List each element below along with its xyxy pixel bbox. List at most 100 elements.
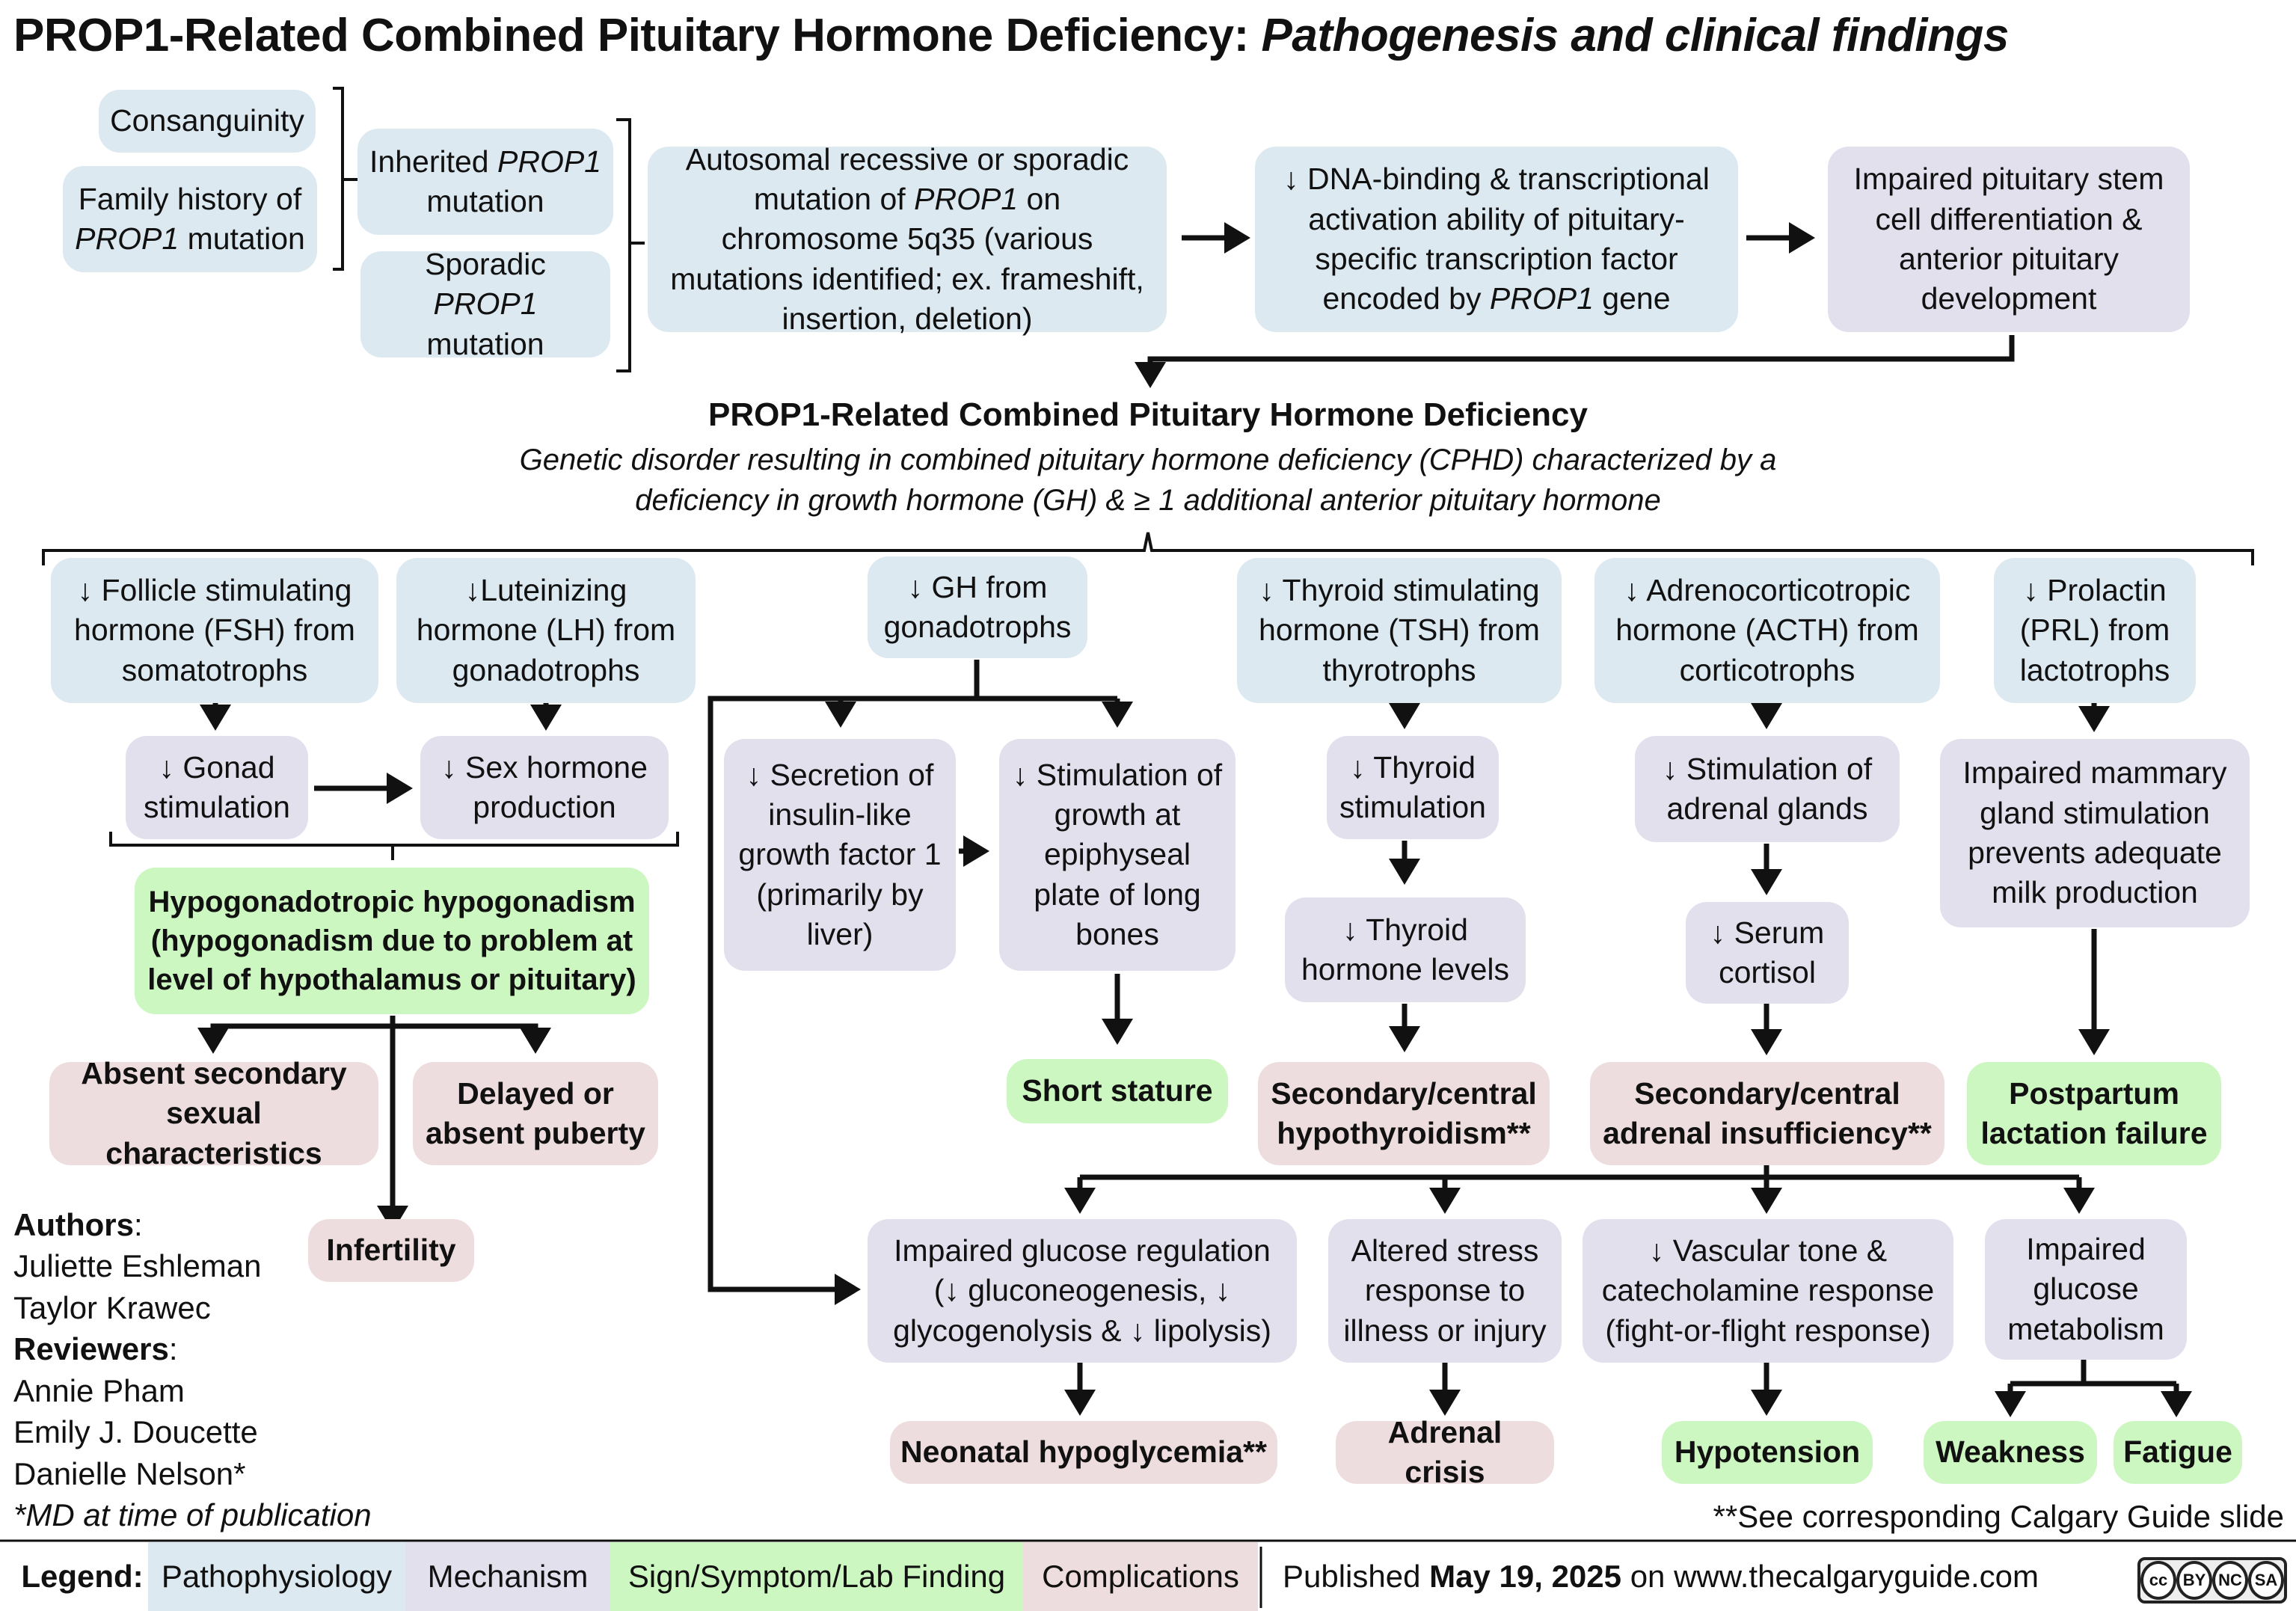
growth-plate-label: ↓ Stimulation of growth at epiphyseal pl… [1012,757,1223,951]
sa-icon: SA [2248,1561,2284,1600]
absent-secondary-label: Absent secondary sexual characteristics [81,1056,347,1170]
hypothyroidism-label: Secondary/central hypothyroidism** [1271,1075,1537,1150]
published-suffix[interactable]: on www.thecalgaryguide.com [1630,1559,2039,1594]
glucose-metabolism-box: Impaired glucose metabolism [1985,1219,2187,1360]
family-history-gene: PROP1 [75,221,179,256]
glucose-regulation-label: Impaired glucose regulation (↓ gluconeog… [893,1233,1271,1348]
family-history-box: Family history of PROP1 mutation [63,166,317,272]
dna-text-b: gene [1602,281,1671,316]
legend-complications-text: Complications [1042,1559,1239,1594]
by-icon: BY [2176,1561,2212,1600]
hormone-brace [42,532,2254,565]
hypotension-label: Hypotension [1674,1434,1861,1470]
mammary-box: Impaired mammary gland stimulation preve… [1940,739,2250,927]
authors-note: *MD at time of publication [13,1497,372,1533]
hypogonadism-label: Hypogonadotropic hypogonadism (hypogonad… [147,886,636,996]
gonad-stimulation-box: ↓ Gonad stimulation [126,736,308,839]
weakness-label: Weakness [1936,1434,2085,1470]
tsh-box: ↓ Thyroid stimulating hormone (TSH) from… [1237,558,1562,703]
neonatal-hypoglycemia-label: Neonatal hypoglycemia** [900,1434,1267,1470]
footnote: **See corresponding Calgary Guide slide [1713,1499,2284,1535]
family-history-text-b: mutation [187,221,305,256]
title-main: PROP1-Related Combined Pituitary Hormone… [13,10,1249,61]
family-history-text-a: Family history of [78,181,302,216]
lh-box: ↓Luteinizing hormone (LH) from gonadotro… [396,558,696,703]
acth-label: ↓ Adrenocorticotropic hormone (ACTH) fro… [1615,573,1919,687]
dna-binding-box: ↓ DNA-binding & transcriptional activati… [1255,147,1738,332]
published-line: Published May 19, 2025 on www.thecalgary… [1283,1542,2039,1611]
thyroid-levels-box: ↓ Thyroid hormone levels [1285,897,1526,1002]
legend-label: Legend: [15,1542,150,1611]
sporadic-text-a: Sporadic [425,247,546,282]
serum-cortisol-box: ↓ Serum cortisol [1686,902,1849,1004]
disease-description: Genetic disorder resulting in combined p… [0,440,2296,521]
short-stature-box: Short stature [1007,1059,1228,1123]
author-1: Juliette Eshleman [13,1248,262,1284]
adrenal-stimulation-box: ↓ Stimulation of adrenal glands [1635,736,1900,842]
thyroid-levels-label: ↓ Thyroid hormone levels [1301,912,1510,986]
adrenal-insufficiency-label: Secondary/central adrenal insufficiency*… [1603,1075,1932,1150]
igf-box: ↓ Secretion of insulin-like growth facto… [724,739,956,971]
igf-label: ↓ Secretion of insulin-like growth facto… [738,757,942,951]
prl-box: ↓ Prolactin (PRL) from lactotrophs [1994,558,2196,703]
glucose-regulation-box: Impaired glucose regulation (↓ gluconeog… [868,1219,1297,1363]
stress-response-label: Altered stress response to illness or in… [1343,1233,1547,1348]
reviewers-label: Reviewers [13,1331,169,1367]
autosomal-label: Autosomal recessive or sporadic mutation… [664,140,1150,339]
legend-pathophysiology: Pathophysiology [148,1542,405,1611]
legend-sign-text: Sign/Symptom/Lab Finding [627,1559,1006,1594]
legend-label-text: Legend: [21,1559,144,1594]
risk-bracket-1 [333,87,344,271]
authors-block: Authors: Juliette Eshleman Taylor Krawec… [13,1204,372,1536]
published-prefix: Published [1283,1559,1421,1594]
fatigue-label: Fatigue [2123,1434,2232,1470]
arrow-stem-to-center [1135,335,2015,388]
cc-icon: cc [2140,1561,2176,1600]
lactation-failure-box: Postpartum lactation failure [1967,1062,2221,1165]
fsh-label: ↓ Follicle stimulating hormone (FSH) fro… [74,573,355,687]
hypogonadism-box: Hypogonadotropic hypogonadism (hypogonad… [135,868,649,1014]
disease-heading-text: PROP1-Related Combined Pituitary Hormone… [707,396,1589,433]
creative-commons-badge: cc BY NC SA [2137,1557,2287,1604]
sporadic-gene: PROP1 [433,286,538,322]
vascular-tone-label: ↓ Vascular tone & catecholamine response… [1601,1233,1935,1348]
stress-response-box: Altered stress response to illness or in… [1328,1219,1562,1363]
gonad-stimulation-label: ↓ Gonad stimulation [144,749,290,824]
growth-plate-box: ↓ Stimulation of growth at epiphyseal pl… [999,739,1236,971]
autosomal-text-b: on chromosome 5q35 (various mutations id… [670,182,1144,336]
prl-label: ↓ Prolactin (PRL) from lactotrophs [2019,573,2170,687]
gh-label: ↓ GH from gonadotrophs [883,569,1072,644]
delayed-puberty-label: Delayed or absent puberty [426,1075,645,1150]
serum-cortisol-label: ↓ Serum cortisol [1710,915,1825,989]
legend-mechanism: Mechanism [405,1542,610,1611]
authors-label: Authors [13,1207,134,1242]
reviewer-3: Danielle Nelson* [13,1455,246,1491]
legend-complications: Complications [1023,1542,1258,1611]
gh-box: ↓ GH from gonadotrophs [868,556,1087,658]
inherited-gene: PROP1 [497,144,601,179]
hypothyroidism-box: Secondary/central hypothyroidism** [1258,1062,1550,1165]
autosomal-mutation-box: Autosomal recessive or sporadic mutation… [648,142,1167,336]
disease-heading: PROP1-Related Combined Pituitary Hormone… [0,396,2296,434]
dna-binding-label: ↓ DNA-binding & transcriptional activati… [1271,159,1722,319]
autosomal-gene: PROP1 [914,182,1019,217]
inherited-text-b: mutation [426,184,544,218]
nc-icon: NC [2212,1561,2248,1600]
lh-label: ↓Luteinizing hormone (LH) from gonadotro… [416,573,676,687]
page-title: PROP1-Related Combined Pituitary Hormone… [13,9,2009,62]
neonatal-hypoglycemia-box: Neonatal hypoglycemia** [890,1421,1277,1484]
adrenal-crisis-box: Adrenal crisis [1336,1415,1554,1489]
fatigue-box: Fatigue [2114,1421,2242,1484]
stem-cell-box: Impaired pituitary stem cell differentia… [1828,147,2190,332]
stem-cell-label: Impaired pituitary stem cell differentia… [1853,162,2164,316]
legend-sign: Sign/Symptom/Lab Finding [610,1542,1023,1611]
footnote-text: **See corresponding Calgary Guide slide [1713,1499,2284,1534]
lactation-failure-label: Postpartum lactation failure [1980,1075,2208,1150]
fsh-box: ↓ Follicle stimulating hormone (FSH) fro… [51,558,378,703]
sex-hormone-label: ↓ Sex hormone production [441,749,648,824]
weakness-box: Weakness [1924,1421,2097,1484]
